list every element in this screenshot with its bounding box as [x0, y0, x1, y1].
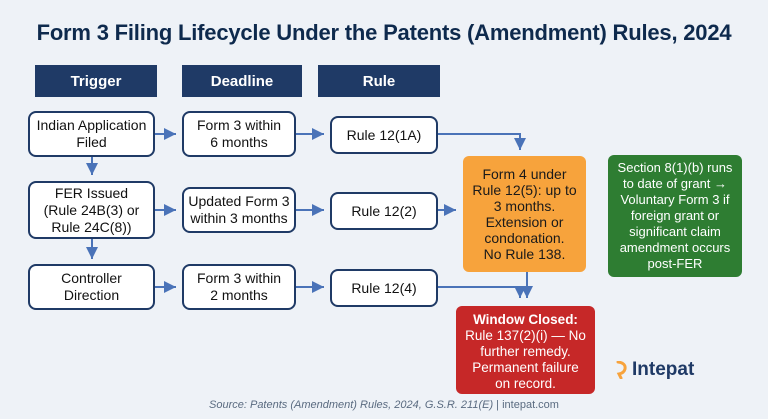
window-closed-body: Rule 137(2)(i) — No further remedy. Perm…	[464, 328, 587, 392]
trigger-application-filed: Indian Application Filed	[28, 111, 155, 157]
deadline-six-months: Form 3 within 6 months	[182, 111, 296, 157]
window-closed-heading: Window Closed:	[464, 312, 587, 328]
form4-remedy-box: Form 4 under Rule 12(5): up to 3 months.…	[463, 156, 586, 272]
window-closed-box: Window Closed: Rule 137(2)(i) — No furth…	[456, 306, 595, 394]
source-site: intepat.com	[502, 399, 559, 411]
deadline-two-months: Form 3 within 2 months	[182, 264, 296, 310]
arrow-rule-12-1a-to-form4	[438, 134, 520, 150]
source-citation: Source: Patents (Amendment) Rules, 2024,…	[209, 399, 493, 411]
logo-mark-icon	[615, 361, 629, 379]
source-separator: |	[493, 399, 502, 411]
arrow-rule-12-4-to-window-closed	[438, 287, 520, 298]
logo-text: Intepat	[632, 359, 694, 381]
deadline-three-months: Updated Form 3 within 3 months	[182, 187, 296, 233]
source-footer: Source: Patents (Amendment) Rules, 2024,…	[0, 399, 768, 411]
intepat-logo: Intepat	[615, 359, 694, 381]
rule-12-4: Rule 12(4)	[330, 269, 438, 307]
rule-12-2: Rule 12(2)	[330, 192, 438, 230]
rule-12-1a: Rule 12(1A)	[330, 116, 438, 154]
trigger-controller-direction: Controller Direction	[28, 264, 155, 310]
section-8-note-box: Section 8(1)(b) runs to date of grant → …	[608, 155, 742, 277]
trigger-fer-issued: FER Issued (Rule 24B(3) or Rule 24C(8))	[28, 181, 155, 239]
